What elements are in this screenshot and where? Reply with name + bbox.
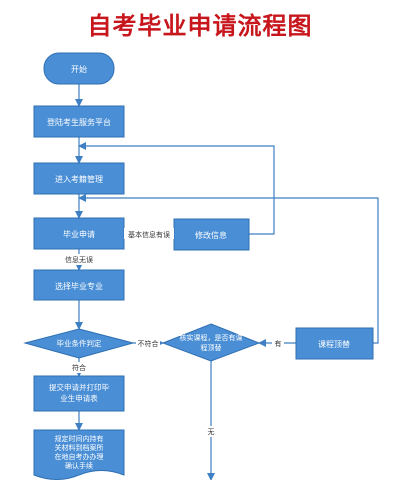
exam-management-node — [33, 162, 125, 195]
submit-application-label-line1: 提交申请并打印毕 — [49, 382, 109, 392]
connector-edit-loop — [78, 142, 275, 235]
edit-info-label: 修改信息 — [195, 230, 227, 240]
course-substitution-label: 课程顶替 — [318, 339, 350, 349]
login-node — [33, 105, 125, 138]
connector-sub-loop — [78, 194, 379, 344]
verify-course-label-line1: 核实课程，是否有课 — [180, 333, 243, 342]
final-confirmation-label-line3: 在地自考办办理 — [55, 452, 104, 461]
submit-application-label-line2: 业生申请表 — [60, 393, 98, 403]
verify-course-label-line2: 程顶替 — [201, 343, 222, 352]
final-confirmation-label-line4: 确认手续 — [65, 461, 93, 470]
condition-decision-label: 毕业条件判定 — [57, 338, 102, 348]
not-met-label: 不符合 — [138, 339, 159, 348]
none-label-bg — [205, 426, 217, 437]
start-label: 开始 — [71, 64, 87, 74]
verify-course-decision-node — [161, 323, 261, 362]
met-label: 符合 — [72, 363, 86, 372]
course-substitution-node — [295, 327, 374, 360]
final-confirmation-label-line2: 关材料到档案所 — [55, 443, 104, 452]
info-ok-label-bg — [60, 254, 98, 265]
info-ok-label: 信息无误 — [65, 255, 93, 264]
exam-management-label: 进入考籍管理 — [55, 174, 103, 184]
final-confirmation-label-line1: 规定时间内持有 — [55, 434, 104, 443]
none-label: 无 — [208, 428, 215, 436]
has-label-bg — [272, 338, 284, 349]
graduation-apply-node — [33, 217, 125, 250]
choose-major-label: 选择毕业专业 — [55, 281, 103, 291]
login-label: 登陆考生服务平台 — [47, 117, 111, 127]
met-label-bg — [68, 362, 90, 373]
start-node — [43, 52, 115, 85]
page-title: 自考毕业申请流程图 — [87, 12, 313, 40]
submit-application-node — [33, 375, 125, 412]
info-error-label-bg — [124, 228, 174, 239]
graduation-apply-label: 毕业申请 — [63, 229, 95, 239]
final-confirmation-node — [33, 429, 125, 480]
has-label: 有 — [275, 339, 282, 348]
choose-major-node — [33, 269, 125, 301]
edit-info-node — [173, 218, 250, 251]
info-error-label: 基本信息有误 — [128, 230, 170, 239]
condition-decision-node — [23, 328, 135, 359]
not-met-label-bg — [136, 338, 160, 349]
